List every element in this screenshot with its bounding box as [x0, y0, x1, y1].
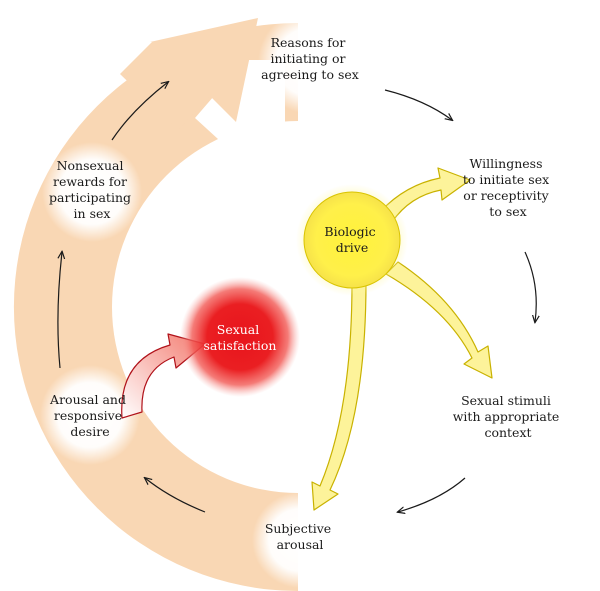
node-arousal-desire: Arousal and responsive desire: [49, 392, 130, 439]
cycle-arrows: [57, 82, 536, 513]
satisfaction-label: Sexual satisfaction: [204, 322, 277, 353]
biologic-arrow-stimuli: [385, 261, 493, 379]
biologic-drive-circle: [303, 191, 401, 289]
arrow-reasons-to-willingness: [384, 89, 452, 120]
node-glow-nonsexual: [42, 142, 142, 242]
arrow-stimuli-to-subjective: [398, 477, 466, 512]
biologic-arrows: [311, 167, 493, 511]
biologic-drive-label: Biologic drive: [324, 224, 379, 255]
node-glow-stimuli: [458, 370, 558, 470]
node-glow-reasons: [258, 10, 362, 114]
node-glow-arousal: [40, 365, 140, 465]
arrow-nonsexual-to-reasons: [111, 82, 168, 141]
node-subjective: Subjective arousal: [265, 521, 335, 552]
biologic-arrow-willingness: [379, 167, 471, 223]
node-reasons: Reasons for initiating or agreeing to se…: [261, 35, 359, 82]
node-glow-willingness: [458, 140, 558, 240]
node-willingness: Willingness to initiate sex or receptivi…: [463, 156, 553, 219]
arrow-arousal-to-nonsexual: [57, 252, 62, 369]
ring-arrowhead: [120, 18, 258, 130]
node-stimuli: Sexual stimuli with appropriate context: [453, 393, 564, 440]
node-nonsexual: Nonsexual rewards for participating in s…: [49, 158, 135, 221]
satisfaction-circle: [180, 277, 300, 397]
node-glow-subjective: [252, 492, 348, 588]
arrow-willingness-to-stimuli: [524, 251, 536, 322]
biologic-arrow-subjective: [311, 281, 367, 511]
arrow-subjective-to-arousal: [145, 478, 206, 513]
